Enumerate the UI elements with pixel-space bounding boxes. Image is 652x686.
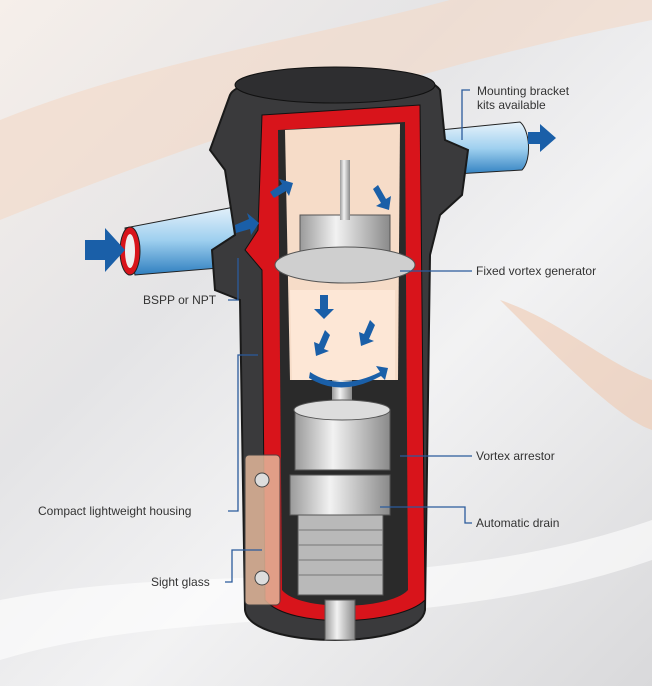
label-mounting-bracket: Mounting bracket kits available bbox=[477, 84, 569, 112]
flow-arrows bbox=[85, 124, 556, 388]
label-sight-glass: Sight glass bbox=[151, 575, 210, 589]
label-bspp-or-npt: BSPP or NPT bbox=[143, 293, 217, 307]
label-mounting-bracket-line1: Mounting bracket bbox=[477, 84, 570, 98]
label-fixed-vortex-generator: Fixed vortex generator bbox=[476, 264, 597, 278]
sight-glass bbox=[244, 454, 281, 606]
outlet-flow-arrow-icon bbox=[528, 124, 556, 152]
label-automatic-drain: Automatic drain bbox=[476, 516, 560, 530]
inlet-flow-arrow-icon bbox=[85, 228, 125, 272]
vortex-generator bbox=[274, 160, 416, 284]
automatic-drain bbox=[289, 474, 391, 641]
label-compact-housing: Compact lightweight housing bbox=[38, 504, 192, 518]
vortex-arrestor bbox=[293, 380, 391, 471]
label-vortex-arrestor: Vortex arrestor bbox=[476, 449, 555, 463]
label-mounting-bracket-line2: kits available bbox=[477, 98, 546, 112]
leader-lines bbox=[225, 89, 472, 583]
